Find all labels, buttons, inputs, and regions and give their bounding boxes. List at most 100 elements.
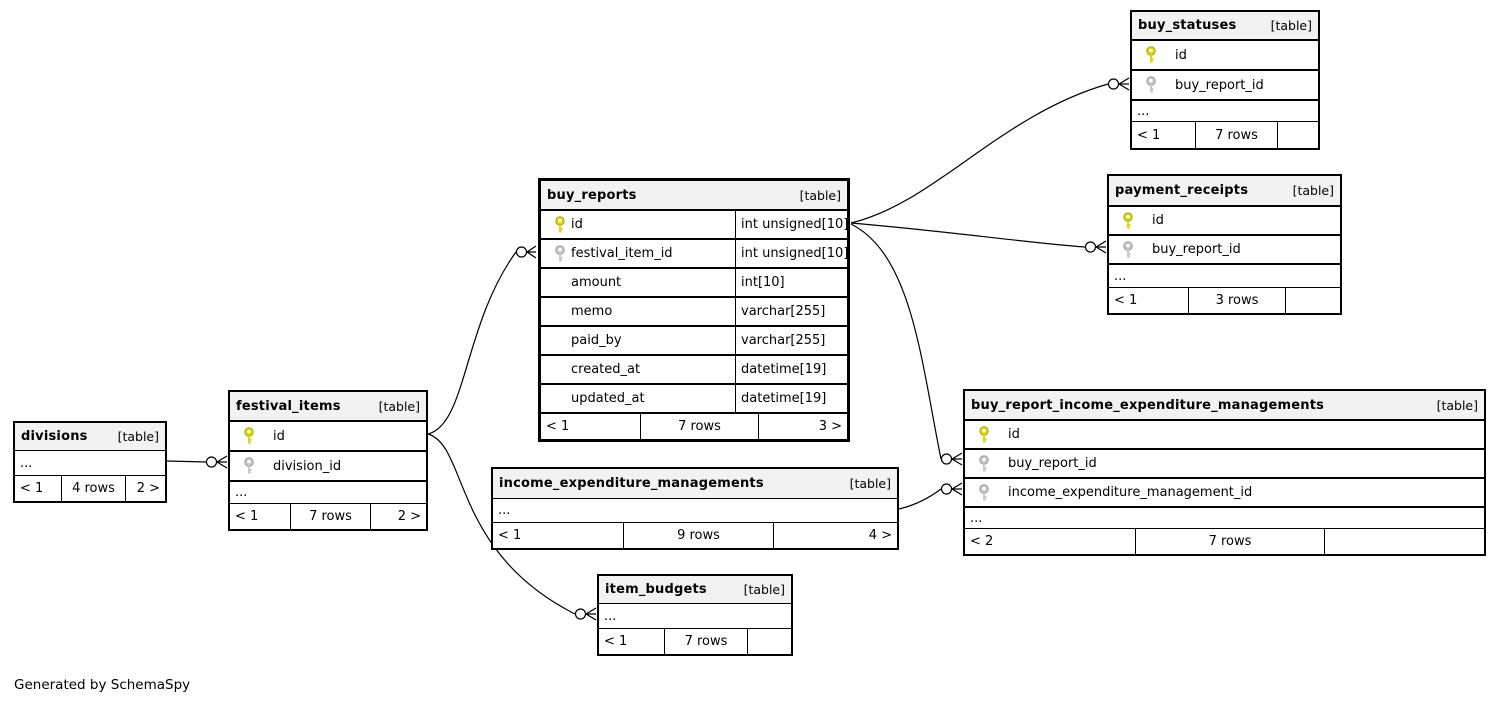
table-tag: [table]: [849, 476, 891, 491]
fk-line-festival-items: [166, 460, 207, 463]
ellipsis-row: ...: [15, 451, 165, 476]
foreign-key-icon: [243, 457, 255, 475]
table-tag: [table]: [117, 429, 159, 444]
table-tag: [table]: [1270, 18, 1312, 33]
footer-rowcount: 7 rows: [664, 629, 747, 654]
ellipsis-row: ...: [1132, 100, 1318, 122]
column-name: division_id: [273, 458, 342, 474]
column-row: created_at datetime[19]: [541, 355, 847, 384]
column-name: id: [273, 428, 285, 444]
fk-line-brem-buy-report: [850, 223, 942, 460]
fk-line-buy-reports: [427, 251, 517, 435]
fk-line-brem-iem: [898, 488, 942, 510]
table-footer: < 1 4 rows 2 >: [15, 476, 165, 501]
column-name: memo: [571, 304, 613, 319]
table-footer: < 1 7 rows: [1132, 122, 1318, 148]
table-footer: < 1 3 rows: [1109, 288, 1340, 313]
table-name-link[interactable]: payment_receipts: [1115, 183, 1249, 198]
column-name: income_expenditure_management_id: [1008, 485, 1253, 500]
foreign-key-icon: [978, 483, 990, 502]
table-name-link[interactable]: buy_statuses: [1138, 18, 1237, 33]
table-footer: < 1 9 rows 4 >: [493, 523, 897, 548]
footer-children: 2 >: [370, 504, 426, 529]
table-footer: < 1 7 rows 3 >: [541, 413, 847, 439]
column-row: buy_report_id: [1109, 235, 1340, 264]
column-row: updated_at datetime[19]: [541, 384, 847, 413]
table-header: payment_receipts [table]: [1109, 176, 1340, 206]
footer-parents: < 1: [235, 509, 259, 524]
footer-rowcount: 3 rows: [1188, 288, 1285, 313]
zero-or-many-circles: [205, 78, 1120, 620]
column-row: festival_item_id int unsigned[10]: [541, 239, 848, 268]
footer-children: 3 >: [758, 414, 847, 439]
column-name: id: [1008, 427, 1020, 442]
column-row: id: [1109, 206, 1340, 235]
column-name: festival_item_id: [571, 246, 673, 261]
column-name: id: [571, 217, 583, 232]
table-footer: < 1 7 rows 2 >: [230, 504, 426, 529]
column-type: datetime[19]: [735, 385, 847, 412]
table-name-link[interactable]: income_expenditure_managements: [499, 476, 764, 491]
table-buy-reports: buy_reports [table] id int unsigned[10] …: [538, 178, 850, 442]
table-tag: [table]: [1292, 183, 1334, 198]
fk-line-buy-statuses: [850, 83, 1109, 224]
primary-key-icon: [243, 427, 255, 445]
table-name-link[interactable]: buy_reports: [547, 187, 637, 203]
footer-parents: < 1: [546, 419, 570, 434]
table-name-link[interactable]: item_budgets: [605, 582, 707, 597]
column-row: amount int[10]: [541, 268, 847, 297]
column-type: int[10]: [735, 269, 847, 296]
table-payment-receipts: payment_receipts [table] id buy_report_i…: [1107, 174, 1342, 315]
ellipsis-row: ...: [230, 481, 426, 504]
table-name-link[interactable]: festival_items: [236, 398, 341, 414]
primary-key-icon: [1145, 46, 1157, 64]
column-name: created_at: [571, 362, 641, 377]
crowfoot-arrows: [216, 77, 1130, 621]
table-divisions: divisions [table] ... < 1 4 rows 2 >: [13, 421, 167, 503]
column-row: memo varchar[255]: [541, 297, 847, 326]
column-row: id: [965, 420, 1484, 449]
ellipsis-row: ...: [965, 507, 1484, 529]
footer-children: 4 >: [773, 523, 897, 548]
generator-note: Generated by SchemaSpy: [14, 677, 191, 693]
footer-rowcount: 4 rows: [61, 476, 125, 501]
table-header: buy_report_income_expenditure_management…: [965, 391, 1484, 420]
ellipsis-row: ...: [1109, 264, 1340, 288]
footer-rowcount: 7 rows: [1195, 122, 1277, 148]
ellipsis-row: ...: [493, 499, 897, 523]
column-type: int unsigned[10]: [735, 240, 848, 267]
table-header: divisions [table]: [15, 423, 165, 451]
column-type: varchar[255]: [735, 298, 847, 325]
table-income-expenditure-managements: income_expenditure_managements [table] .…: [491, 467, 899, 550]
table-header: festival_items [table]: [230, 392, 426, 421]
column-row: id: [1132, 40, 1318, 70]
column-name: id: [1152, 213, 1164, 228]
column-name: buy_report_id: [1008, 456, 1097, 471]
column-name: amount: [571, 275, 622, 290]
column-type: varchar[255]: [735, 327, 847, 354]
table-header: income_expenditure_managements [table]: [493, 469, 897, 499]
footer-children: [1285, 288, 1340, 313]
table-header: item_budgets [table]: [599, 576, 791, 604]
footer-rowcount: 7 rows: [640, 414, 758, 439]
table-name-link[interactable]: buy_report_income_expenditure_management…: [971, 397, 1325, 413]
table-item-budgets: item_budgets [table] ... < 1 7 rows: [597, 574, 793, 656]
column-type: int unsigned[10]: [735, 211, 848, 238]
table-buy-report-income-expenditure-managements: buy_report_income_expenditure_management…: [963, 389, 1486, 556]
table-header: buy_statuses [table]: [1132, 12, 1318, 40]
foreign-key-icon: [1122, 240, 1134, 259]
footer-parents: < 1: [498, 528, 522, 543]
table-festival-items: festival_items [table] id division_id ..…: [228, 390, 428, 531]
table-tag: [table]: [1436, 397, 1478, 413]
table-tag: [table]: [378, 398, 420, 414]
footer-children: [1277, 122, 1318, 148]
table-tag: [table]: [743, 582, 785, 597]
footer-rowcount: 9 rows: [623, 523, 773, 548]
column-type: datetime[19]: [735, 356, 847, 383]
foreign-key-icon: [978, 454, 990, 473]
foreign-key-icon: [1145, 76, 1157, 94]
table-name-link[interactable]: divisions: [21, 429, 88, 444]
primary-key-icon: [978, 425, 990, 444]
